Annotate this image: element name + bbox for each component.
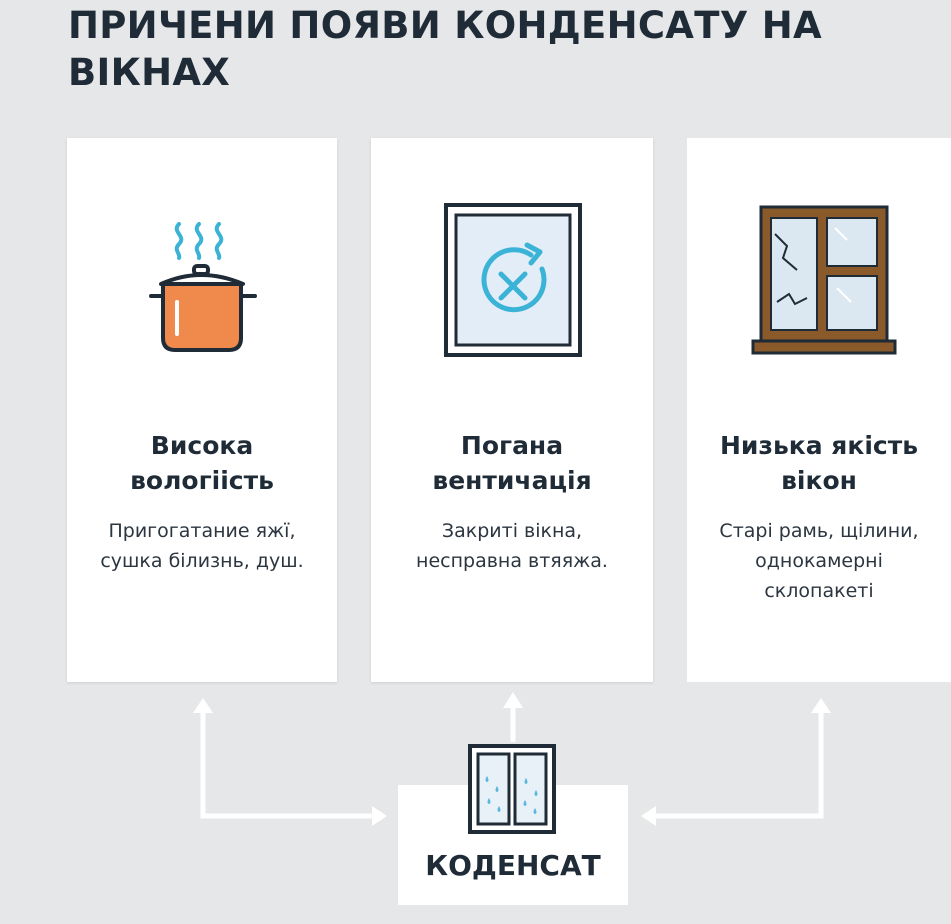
arrow-head-up-left: [193, 698, 213, 713]
steaming-pot-icon: [67, 138, 337, 378]
card-heading-line: вологіість: [130, 466, 274, 495]
card-description: Закриті вікна, несправна втяяжа.: [371, 516, 653, 576]
condensation-window-icon: [468, 744, 558, 840]
card-description-line: однокамерні: [755, 550, 883, 572]
card-description-line: Пригогатание яжї,: [108, 520, 296, 542]
arrow-to-humidity-card: [200, 712, 372, 819]
cause-card-high-humidity: Висока вологіість Пригогатание яжї, сушк…: [67, 138, 337, 682]
card-heading: Висока вологіість: [67, 428, 337, 498]
arrow-head-up-center: [503, 692, 523, 708]
card-heading: Низька якість вікон: [687, 428, 951, 498]
card-description: Старі рамь, щілини, однокамерні склопаке…: [687, 516, 951, 606]
card-description: Пригогатание яжї, сушка білизнь, душ.: [67, 516, 337, 576]
card-heading: Погана вентичація: [371, 428, 653, 498]
card-description-line: Старі рамь, щілини,: [719, 520, 919, 542]
cause-card-low-window-quality: Низька якість вікон Старі рамь, щілини, …: [687, 138, 951, 682]
card-heading-line: вікон: [781, 466, 857, 495]
card-heading-line: вентичація: [432, 466, 592, 495]
card-heading-line: Низька якість: [719, 431, 919, 460]
card-description-line: склопакеті: [764, 580, 874, 602]
card-description-line: несправна втяяжа.: [416, 550, 608, 572]
arrow-head-up-right: [811, 698, 831, 713]
card-heading-line: Погана: [460, 431, 564, 460]
arrow-head-right: [372, 806, 387, 826]
card-description-line: Закриті вікна,: [441, 520, 583, 542]
arrow-head-left: [641, 806, 656, 826]
card-heading-line: Висока: [150, 431, 254, 460]
cause-card-poor-ventilation: Погана вентичація Закриті вікна, несправ…: [371, 138, 653, 682]
condensate-label: КОДЕНСАТ: [425, 849, 601, 882]
card-description-line: сушка білизнь, душ.: [100, 550, 304, 572]
page-title: ПРИЧЕНИ ПОЯВИ КОНДЕНСАТУ НА ВІКНАХ: [68, 4, 822, 94]
cracked-wooden-window-icon: [687, 138, 951, 378]
arrow-to-window-quality-card: [656, 712, 824, 819]
closed-window-icon: [371, 138, 653, 378]
